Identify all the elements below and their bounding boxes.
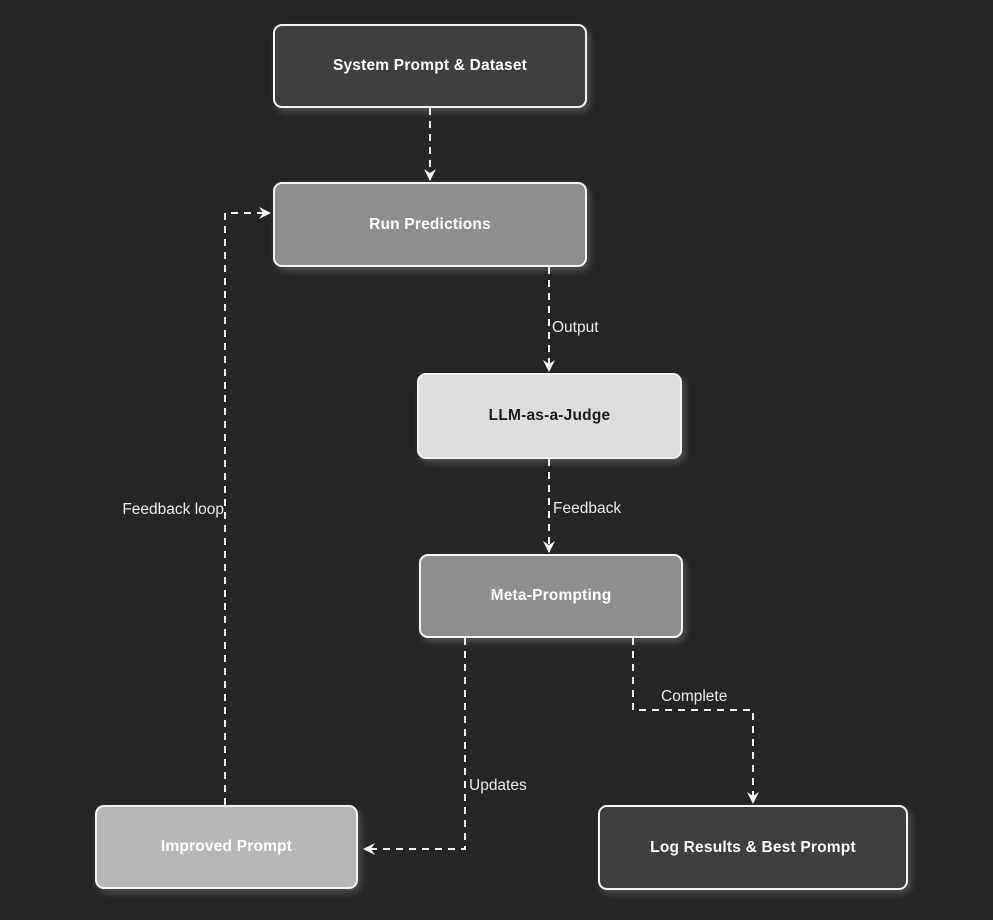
node-system-prompt-dataset: System Prompt & Dataset xyxy=(273,24,587,108)
node-label: Improved Prompt xyxy=(160,838,293,855)
edge-label-feedback-loop: Feedback loop xyxy=(122,501,224,518)
edge-meta-to-log xyxy=(632,638,759,804)
node-label: LLM-as-a-Judge xyxy=(488,407,611,424)
node-llm-as-a-judge: LLM-as-a-Judge xyxy=(417,373,682,459)
node-label: Log Results & Best Prompt xyxy=(650,838,856,856)
node-label: Meta-Prompting xyxy=(490,587,612,604)
edge-meta-to-improved xyxy=(363,638,466,855)
edge-label-feedback: Feedback xyxy=(553,500,622,517)
node-meta-prompting: Meta-Prompting xyxy=(419,554,683,638)
node-run-predictions: Run Predictions xyxy=(273,182,587,267)
edge-label-updates: Updates xyxy=(469,777,527,794)
edge-improved-to-run xyxy=(224,207,271,805)
node-label: Run Predictions xyxy=(369,215,491,233)
node-label: System Prompt & Dataset xyxy=(332,57,528,74)
edge-label-output: Output xyxy=(552,319,599,336)
edge-label-complete: Complete xyxy=(661,688,728,705)
node-log-results-best-prompt: Log Results & Best Prompt xyxy=(598,805,908,890)
node-improved-prompt: Improved Prompt xyxy=(95,805,358,889)
